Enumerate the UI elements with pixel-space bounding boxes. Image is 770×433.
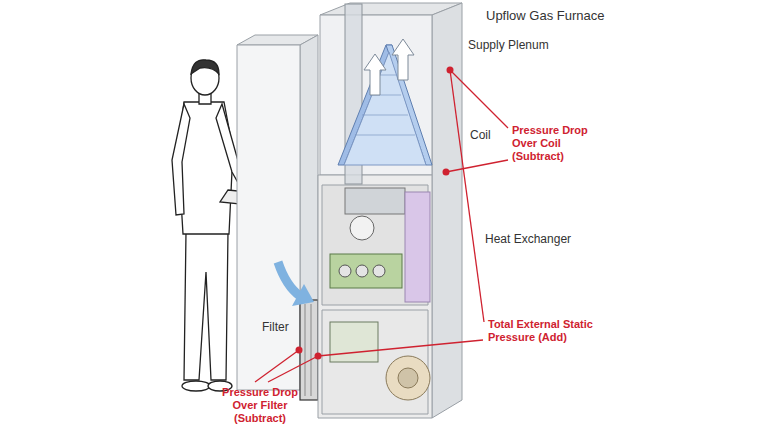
filter-media (305, 304, 306, 396)
heat-exchanger-panel (405, 192, 430, 302)
burner (356, 265, 368, 277)
burner (339, 265, 351, 277)
leader-line (255, 70, 508, 382)
measurement-note: Total External Static Pressure (Add) (488, 318, 638, 344)
filter-media (311, 304, 312, 396)
measurement-note: Pressure Drop Over Coil (Subtract) (512, 124, 598, 164)
blower-wheel (386, 356, 430, 400)
burner-assembly (330, 254, 402, 288)
airflow-arrow (364, 39, 414, 95)
airflow-arrow (292, 284, 314, 306)
part-label: Coil (470, 128, 491, 142)
part-label: Supply Plenum (468, 38, 549, 52)
measure-point (296, 67, 454, 360)
airflow-arrow (278, 262, 300, 296)
circuit-board (330, 322, 378, 362)
filter-slot (300, 300, 318, 400)
furnace-cabinet (318, 3, 462, 418)
diagram-title: Upflow Gas Furnace (486, 8, 605, 24)
measurement-note: Pressure Drop Over Filter (Subtract) (214, 386, 306, 426)
inducer-motor (350, 216, 374, 240)
control-board (345, 188, 405, 214)
coil (338, 45, 432, 165)
blower-hub (398, 368, 418, 388)
part-label: Filter (260, 320, 291, 334)
part-label: Heat Exchanger (485, 232, 571, 246)
burner (373, 265, 385, 277)
